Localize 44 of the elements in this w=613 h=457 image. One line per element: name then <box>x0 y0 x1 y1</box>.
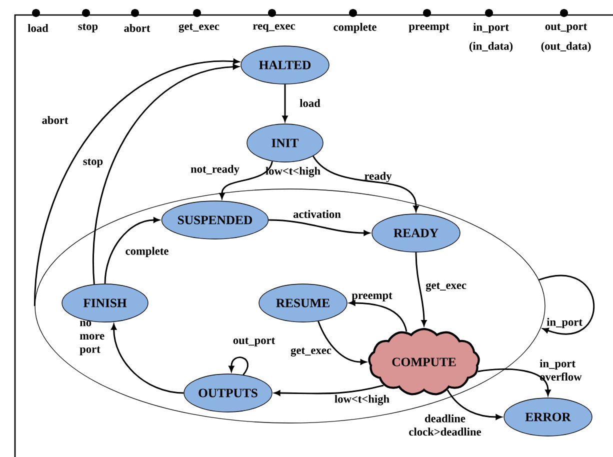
edge-label: low<t<high <box>334 394 390 406</box>
port-label: abort <box>124 24 150 32</box>
edge-label: get_exec <box>290 348 332 356</box>
guard-label: low<t<high <box>266 166 320 178</box>
port-label: out_port <box>545 24 588 32</box>
arrow <box>274 384 384 396</box>
arrow <box>312 156 419 212</box>
edge-label: no more port <box>80 320 104 356</box>
arrow <box>111 324 184 394</box>
port-label: stop <box>78 24 98 32</box>
arrow <box>104 217 160 284</box>
arrow <box>92 64 239 284</box>
edge-label: preempt <box>352 292 392 302</box>
edge-label: complete <box>126 246 168 258</box>
arrow <box>228 356 248 376</box>
port-label: req_exec <box>253 24 296 32</box>
arrow <box>415 252 427 326</box>
edge-label: not_ready <box>190 164 240 176</box>
arrow <box>478 368 551 396</box>
edge-label: abort <box>42 116 68 124</box>
edge-label: out_port <box>233 338 276 346</box>
arrow <box>446 390 502 420</box>
edge-label: stop <box>83 158 103 168</box>
port-label: complete <box>334 22 376 34</box>
arrow <box>349 300 408 332</box>
edge-label: get_exec <box>426 282 466 292</box>
arrow <box>219 160 273 199</box>
edge-label: ready <box>364 172 392 182</box>
edge-label: activation <box>293 210 341 218</box>
arrow <box>318 320 366 365</box>
arrow <box>538 275 594 335</box>
port-label: preempt <box>408 24 450 32</box>
arrow <box>282 84 288 122</box>
port-label: in_port <box>473 22 509 34</box>
edge-label: load <box>300 99 320 107</box>
edge-label: in_port <box>546 318 582 328</box>
arrow <box>268 219 370 236</box>
port-label: get_exec <box>178 24 220 32</box>
edge-label: in_port overflow <box>540 359 582 381</box>
edge-label: deadline clock>deadline <box>409 414 482 436</box>
port-label: (in_data) <box>469 42 513 52</box>
port-label: load <box>28 24 48 32</box>
arrow <box>34 58 240 306</box>
port-label: (out_data) <box>541 42 591 52</box>
